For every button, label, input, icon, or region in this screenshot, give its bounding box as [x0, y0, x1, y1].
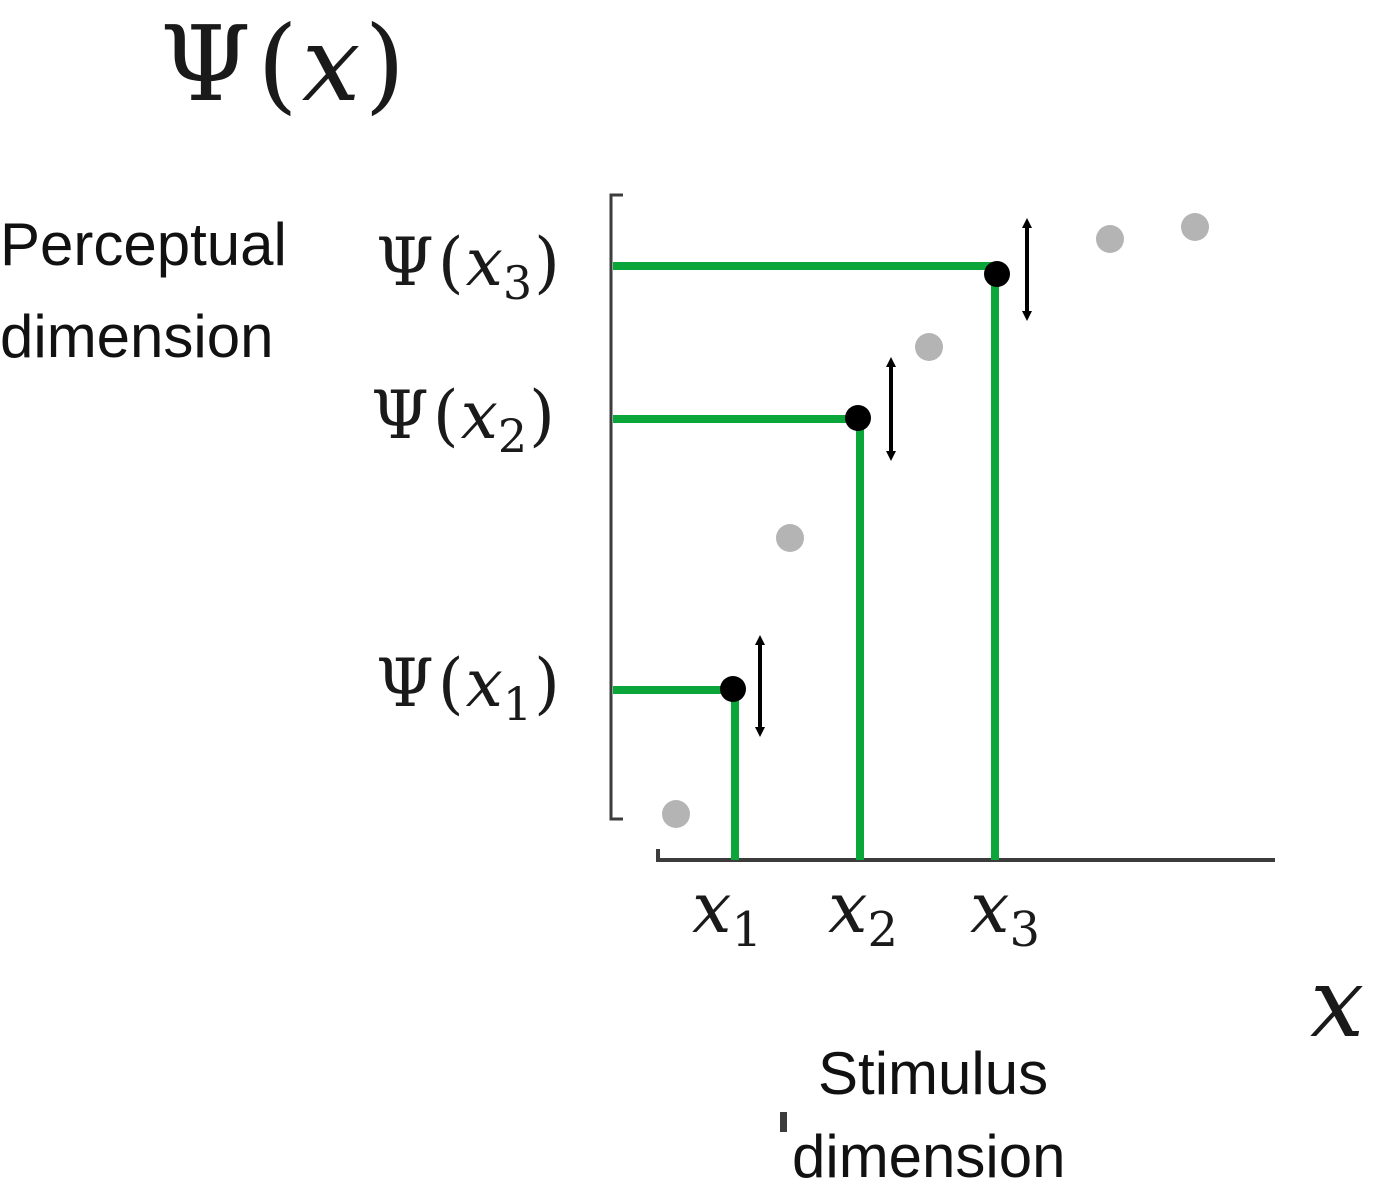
x-tick-label-1: x1: [692, 867, 762, 958]
y-axis-label-line1: Perceptual: [0, 211, 287, 278]
background-point: [662, 800, 690, 828]
x-axis-label-line2: dimension: [792, 1123, 1066, 1182]
small-mark: [780, 1112, 787, 1132]
title-close-paren: ): [364, 3, 405, 125]
highlight-points: [720, 261, 1010, 702]
background-point: [776, 524, 804, 552]
x-axis-symbol: x: [1310, 947, 1364, 1059]
highlight-point-1: [720, 676, 746, 702]
diagram-title: Ψ(x): [160, 3, 405, 125]
mapping-line-1: [613, 686, 739, 860]
background-point: [915, 333, 943, 361]
x-tick-label-3: x3: [970, 867, 1040, 958]
background-point: [1096, 225, 1124, 253]
title-open-paren: (: [257, 3, 298, 125]
y-tick-label-1: Ψ(x1): [376, 645, 560, 731]
y-axis-bracket: [609, 193, 623, 821]
highlight-point-3: [984, 261, 1010, 287]
y-tick-label-2: Ψ(x2): [371, 377, 555, 463]
y-axis-label-line2: dimension: [0, 303, 274, 370]
background-points: [662, 213, 1209, 828]
title-var: x: [302, 3, 361, 125]
y-tick-label-3: Ψ(x3): [376, 224, 560, 310]
highlight-point-2: [845, 405, 871, 431]
title-psi: Ψ: [160, 3, 251, 125]
x-axis-label-line1: Stimulus: [818, 1040, 1048, 1107]
x-tick-label-2: x2: [828, 867, 898, 958]
variability-arrows: [755, 218, 1032, 737]
background-point: [1181, 213, 1209, 241]
x-axis-line: [656, 849, 1275, 862]
